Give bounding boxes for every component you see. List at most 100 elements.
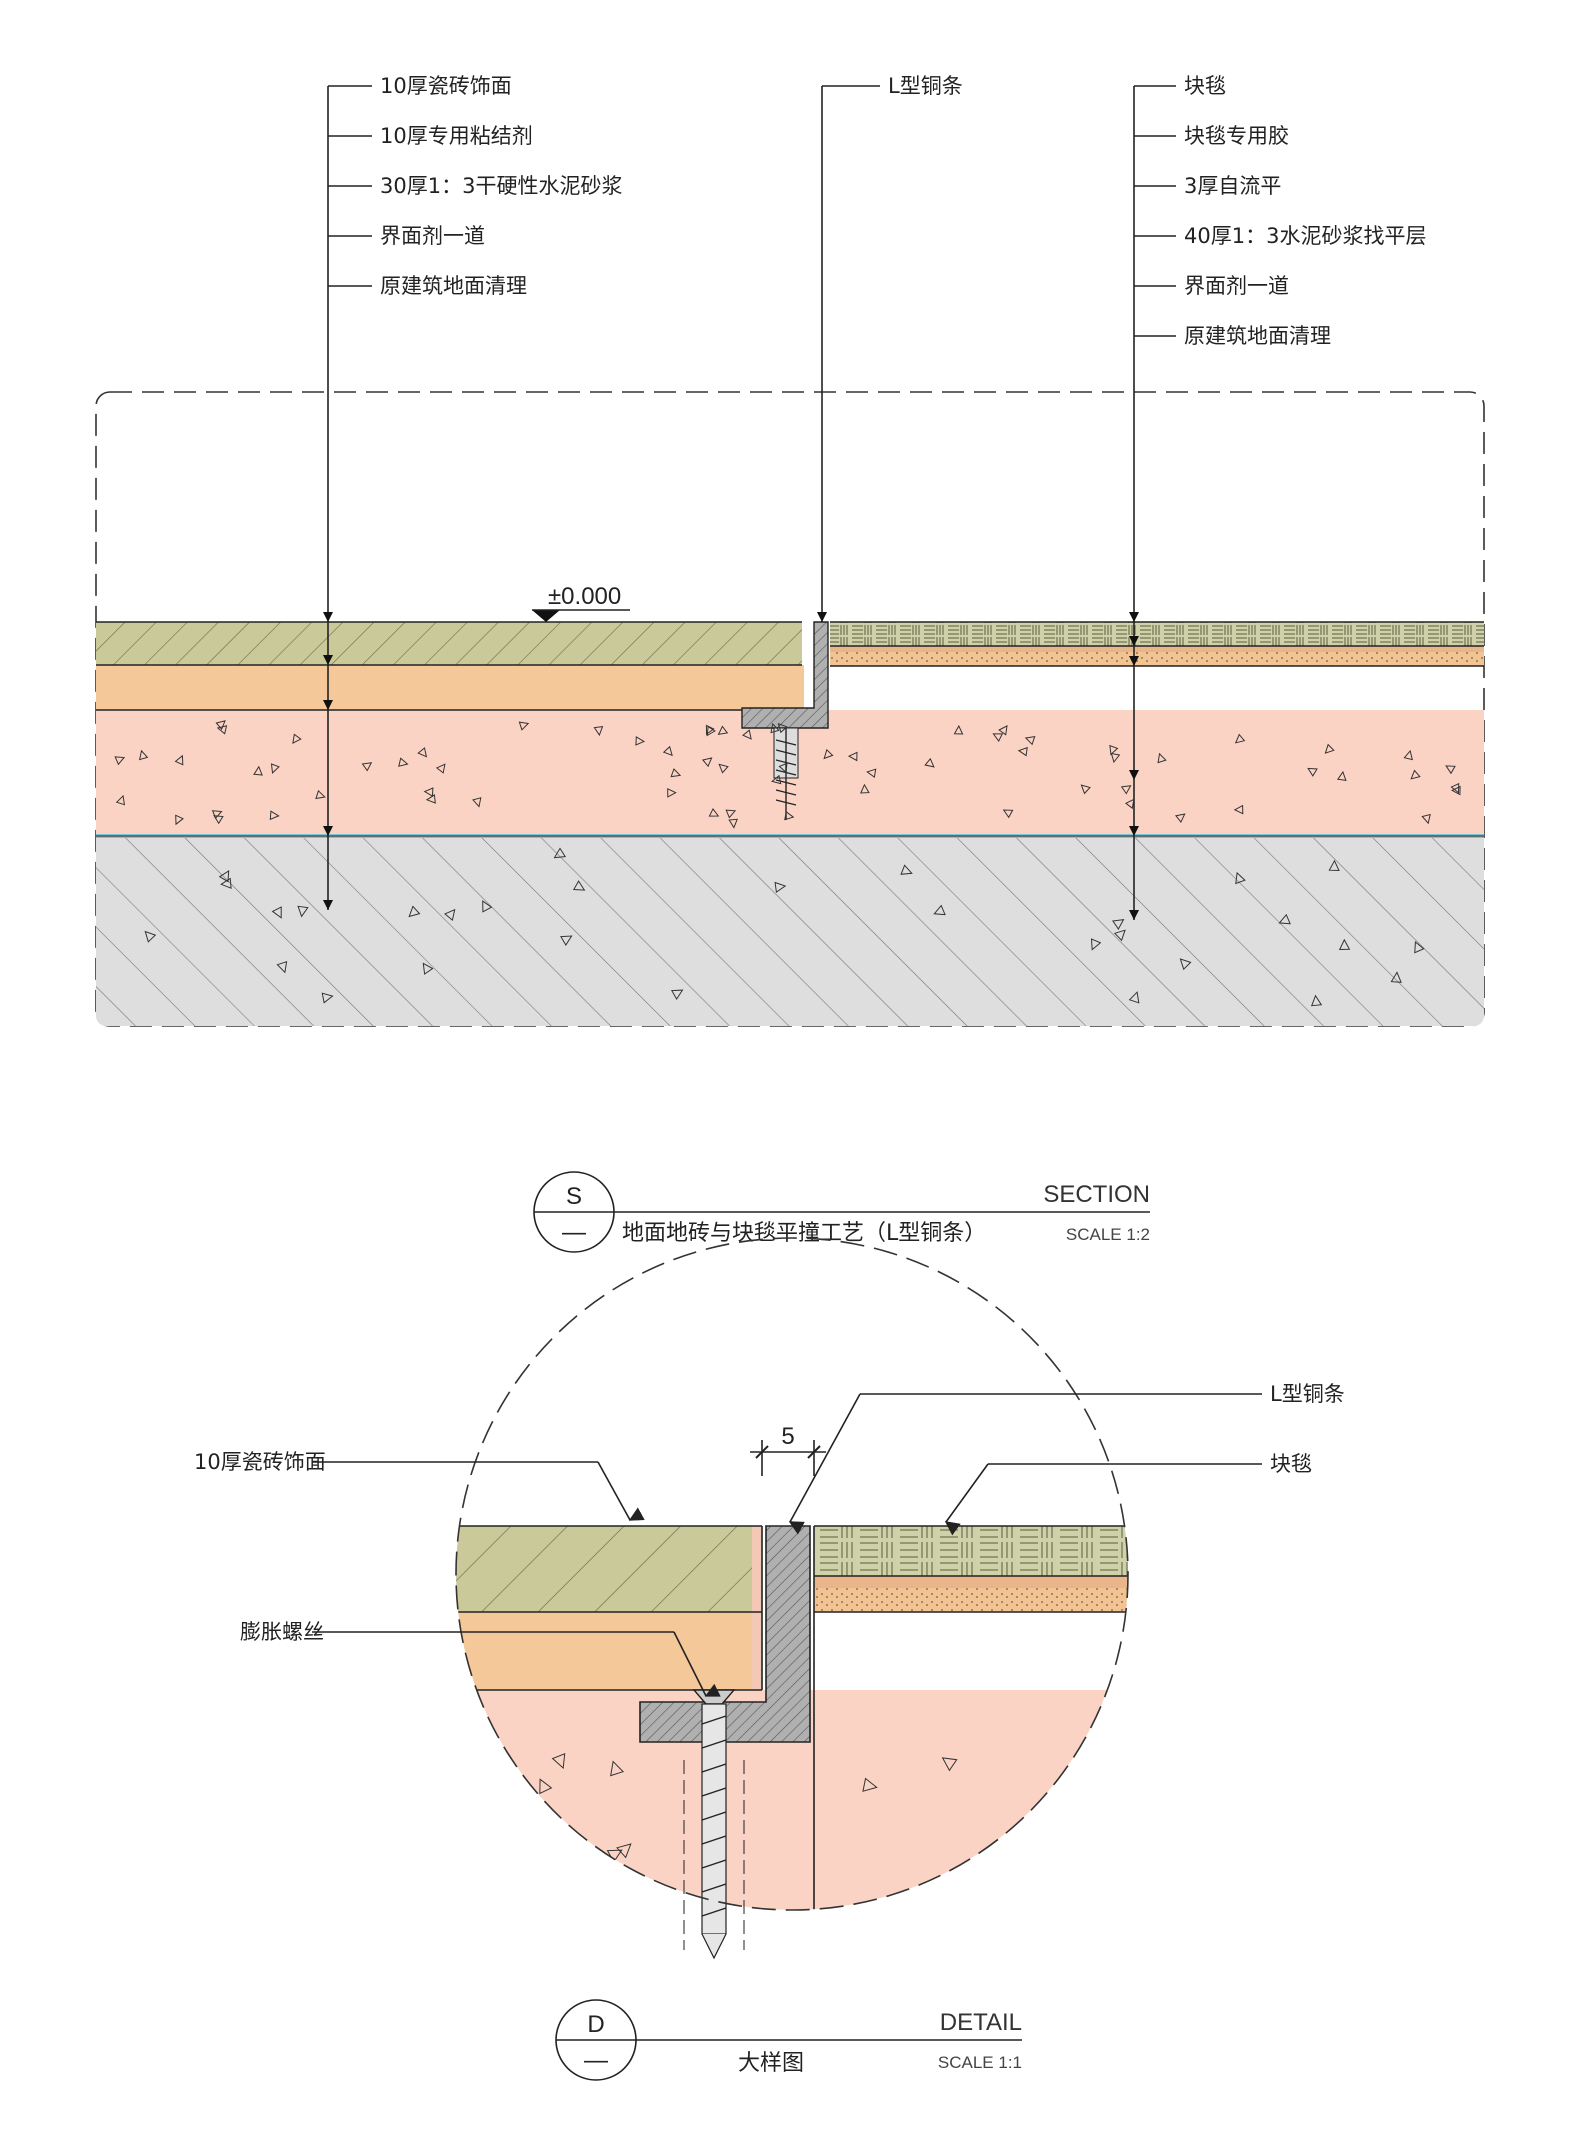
aggregate-mark <box>468 1836 484 1851</box>
aggregate-mark <box>1235 871 1246 885</box>
aggregate-mark <box>1445 765 1456 775</box>
middle-strip-leader: L型铜条 <box>817 74 963 622</box>
detail-marker-letter: D <box>587 2011 604 2038</box>
aggregate-mark <box>269 810 280 821</box>
aggregate-mark <box>482 900 493 913</box>
aggregate-mark <box>174 754 184 766</box>
aggregate-mark <box>417 747 428 758</box>
aggregate-mark <box>435 1864 449 1876</box>
aggregate-mark <box>1336 770 1347 782</box>
aggregate-mark <box>432 1840 444 1854</box>
aggregate-mark <box>1234 733 1246 744</box>
aggregate-mark <box>472 797 482 808</box>
elevation-text: ±0.000 <box>548 583 621 610</box>
aggregate-mark <box>425 794 436 804</box>
aggregate-mark <box>1149 1905 1163 1918</box>
aggregate-mark <box>1024 735 1036 746</box>
aggregate-mark <box>813 1922 827 1934</box>
aggregate-mark <box>924 757 935 768</box>
left-label-5: 原建筑地面清理 <box>380 274 527 298</box>
aggregate-mark <box>778 762 788 774</box>
aggregate-mark <box>512 1810 529 1825</box>
aggregate-mark <box>1112 918 1125 930</box>
aggregate-mark <box>941 1757 958 1772</box>
aggregate-mark <box>862 1777 878 1792</box>
right-label-4: 40厚1：3水泥砂浆找平层 <box>1184 224 1426 248</box>
aggregate-mark <box>539 1778 553 1795</box>
section-scale: SCALE 1:2 <box>1066 1225 1150 1244</box>
detail-label-carpet: 块毯 <box>1270 1452 1312 1476</box>
detail-expansion-screw <box>683 1689 745 1960</box>
left-label-1: 10厚瓷砖饰面 <box>380 74 512 98</box>
aggregate-mark <box>725 809 737 819</box>
aggregate-mark <box>1174 813 1186 824</box>
detail-circle-boundary <box>455 1237 1129 1911</box>
aggregate-mark <box>1403 749 1413 761</box>
aggregate-mark <box>220 877 232 889</box>
aggregate-mark <box>1179 958 1192 971</box>
aggregate-mark <box>1390 971 1402 983</box>
aggregate-mark <box>292 733 302 744</box>
detail-tile-layer <box>456 1526 762 1612</box>
aggregate-mark <box>1128 991 1140 1004</box>
detail-tile-leader: 10厚瓷砖饰面 <box>194 1450 645 1521</box>
aggregate-mark <box>572 880 586 891</box>
aggregate-mark <box>1414 940 1425 954</box>
aggregate-mark <box>823 748 834 760</box>
aggregate-mark <box>916 1927 929 1941</box>
aggregate-mark <box>1421 813 1431 825</box>
aggregate-mark <box>423 787 434 797</box>
aggregate-mark <box>953 724 964 735</box>
aggregate-mark <box>1110 752 1121 764</box>
aggregate-mark <box>706 725 716 737</box>
aggregate-mark <box>1278 913 1291 925</box>
aggregate-mark <box>553 847 567 859</box>
aggregate-mark <box>1410 769 1421 780</box>
aggregate-mark <box>1002 809 1014 819</box>
aggregate-mark <box>211 810 223 820</box>
aggregate-mark <box>701 757 713 768</box>
aggregate-mark <box>708 807 720 817</box>
aggregate-mark <box>718 763 729 774</box>
right-label-1: 块毯 <box>1184 74 1226 98</box>
aggregate-mark <box>1072 1816 1089 1831</box>
aggregate-mark <box>933 904 946 916</box>
aggregate-mark <box>1307 767 1318 777</box>
aggregate-mark <box>253 765 263 776</box>
detail-dimension: 5 <box>750 1423 826 1476</box>
section-levelling-layer <box>830 652 1484 666</box>
aggregate-mark <box>495 1806 510 1822</box>
aggregate-mark <box>670 989 684 1000</box>
left-label-4: 界面剂一道 <box>380 224 485 248</box>
aggregate-mark <box>900 864 913 875</box>
aggregate-mark <box>216 725 228 735</box>
detail-levelling-layer <box>814 1588 1128 1612</box>
detail-dimension-text: 5 <box>781 1423 794 1450</box>
aggregate-mark <box>271 906 282 919</box>
aggregate-mark <box>662 745 673 757</box>
right-layer-leader: 块毯 块毯专用胶 3厚自流平 40厚1：3水泥砂浆找平层 界面剂一道 原建筑地面… <box>1129 74 1426 920</box>
detail-screw-leader: 膨胀螺丝 <box>240 1620 721 1697</box>
aggregate-mark <box>610 1760 625 1777</box>
aggregate-mark <box>1017 746 1028 757</box>
left-layer-leader: 10厚瓷砖饰面 10厚专用粘结剂 30厚1：3干硬性水泥砂浆 界面剂一道 原建筑… <box>323 74 622 910</box>
aggregate-mark <box>771 774 782 785</box>
right-label-5: 界面剂一道 <box>1184 274 1289 298</box>
aggregate-mark <box>777 722 788 734</box>
detail-carpet-leader: 块毯 <box>944 1452 1312 1536</box>
aggregate-mark <box>616 1843 632 1859</box>
aggregate-mark <box>589 1857 605 1873</box>
section-drawing: ±0.000 10厚瓷砖饰面 10厚专用粘结剂 30厚1：3干硬性水泥砂浆 界面… <box>95 74 1485 1027</box>
aggregate-mark <box>742 729 752 740</box>
aggregate-mark <box>175 814 184 826</box>
detail-marker-sub: — <box>584 2047 608 2074</box>
aggregate-mark <box>520 1809 537 1824</box>
aggregate-mark <box>998 725 1008 736</box>
section-carpet-layer <box>830 622 1484 646</box>
right-label-2: 块毯专用胶 <box>1184 124 1289 148</box>
aggregate-mark <box>270 763 280 774</box>
aggregate-mark <box>1113 929 1126 942</box>
aggregate-mark <box>705 724 715 736</box>
aggregate-mark <box>551 1753 566 1770</box>
